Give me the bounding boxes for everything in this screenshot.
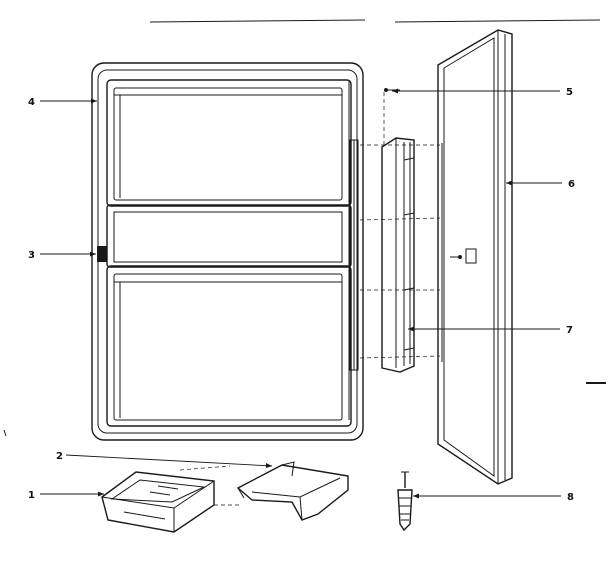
scan-marks [3, 19, 606, 437]
callout-7: 7 [566, 325, 573, 336]
callout-5: 5 [566, 87, 573, 98]
screw-top [383, 88, 400, 146]
shelf-bracket [179, 461, 349, 521]
anchor-screw [397, 471, 413, 532]
breaker-strip [359, 137, 443, 373]
callout-8: 8 [567, 492, 574, 503]
door-liner-panel [91, 62, 364, 441]
callout-labels: 4 3 2 1 5 6 7 8 [28, 87, 575, 503]
outer-door-panel [437, 29, 513, 485]
latch-block [97, 246, 107, 262]
callout-1: 1 [28, 490, 35, 501]
callout-4: 4 [28, 97, 35, 108]
callout-2: 2 [56, 451, 63, 462]
callout-3: 3 [28, 250, 35, 261]
callout-6: 6 [568, 179, 575, 190]
leader-lines [40, 88, 562, 499]
drawer-tray [101, 471, 215, 533]
